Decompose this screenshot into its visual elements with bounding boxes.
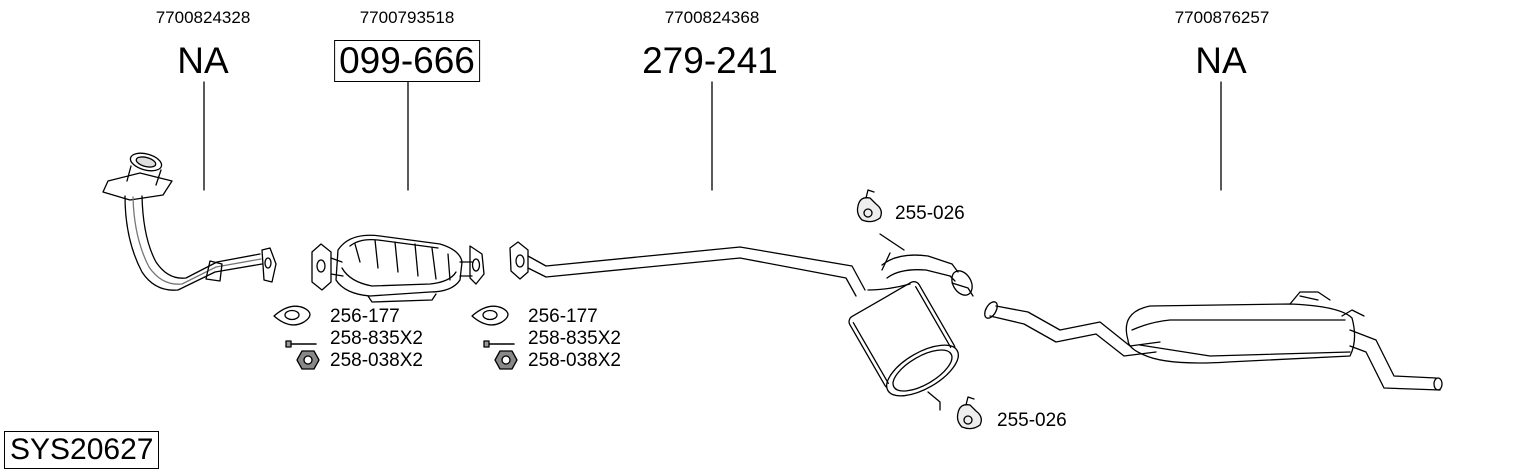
part-number-3[interactable]: 279-241 [642,40,778,81]
bolt-label-right[interactable]: 258-835X2 [528,328,621,349]
oem-number-4: 7700876257 [1174,8,1270,27]
gasket-label-left[interactable]: 256-177 [330,306,400,327]
bolt-icon-left [286,341,316,347]
hanger-label-top[interactable]: 255-026 [895,203,965,224]
oem-number-2: 7700793518 [359,8,455,27]
bolt-label-left[interactable]: 258-835X2 [330,328,423,349]
middle-pipe-drawing[interactable] [510,234,976,410]
oem-number-3: 7700824368 [664,8,760,27]
hanger-label-bottom[interactable]: 255-026 [997,410,1067,431]
gasket-icon-right [472,306,508,325]
nut-icon-left [297,351,319,369]
part-number-1[interactable]: NA [177,40,229,81]
bolt-icon-right [484,341,514,347]
nut-icon-right [495,351,517,369]
front-pipe-drawing[interactable] [103,150,276,290]
system-code: SYS20627 [4,431,160,469]
part-number-4[interactable]: NA [1195,40,1247,81]
gasket-label-right[interactable]: 256-177 [528,306,598,327]
rear-silencer-drawing[interactable] [982,292,1442,390]
hanger-icon-bottom [958,397,982,429]
gasket-icon-left [274,306,310,325]
oem-number-1: 7700824328 [155,8,251,27]
nut-label-left[interactable]: 258-038X2 [330,350,423,371]
catalytic-converter-drawing[interactable] [312,235,484,302]
nut-label-right[interactable]: 258-038X2 [528,350,621,371]
hanger-icon-top [858,190,882,222]
part-number-2[interactable]: 099-666 [334,40,480,82]
